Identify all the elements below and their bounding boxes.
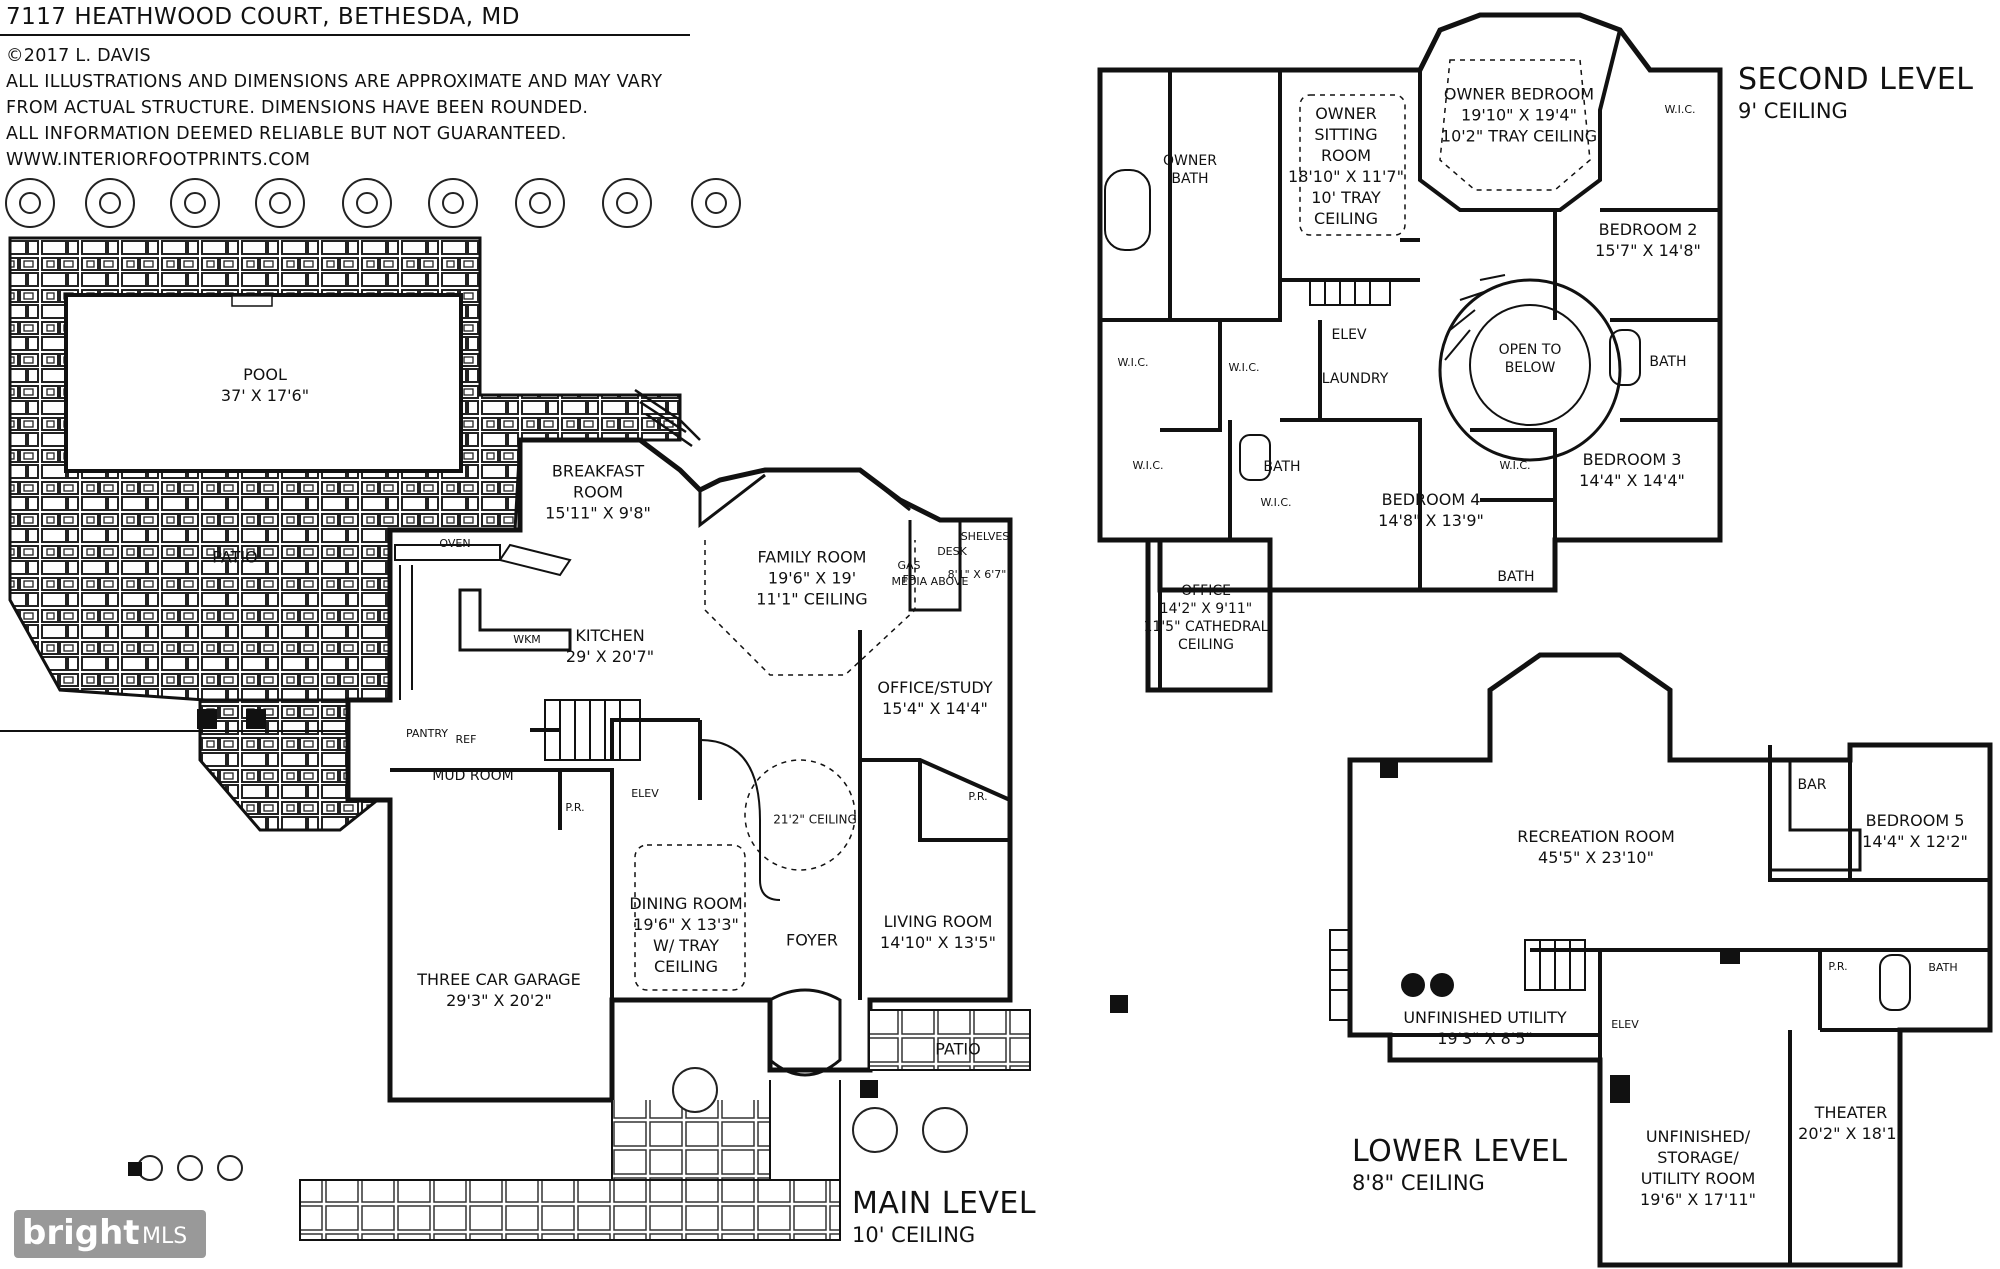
disclaimer-line-2: FROM ACTUAL STRUCTURE. DIMENSIONS HAVE B… — [6, 98, 589, 118]
label-desk: DESK — [937, 545, 967, 558]
lower-level-ceiling: 8'8" CEILING — [1352, 1171, 1485, 1195]
room-laundry: LAUNDRY — [1321, 371, 1389, 387]
main-level-ceiling: 10' CEILING — [852, 1223, 976, 1247]
room-mud: MUD ROOM — [432, 768, 514, 784]
wic-2e: W.I.C. — [1260, 496, 1292, 509]
room-powder-2: P.R. — [968, 790, 988, 803]
wic-2a: W.I.C. — [1664, 103, 1696, 116]
second-level-ceiling: 9' CEILING — [1738, 99, 1848, 123]
copyright-note: ©2017 L. DAVIS — [6, 46, 151, 66]
room-bath-2b: BATH — [1263, 459, 1301, 475]
lower-level-plan — [1329, 652, 1993, 1268]
label-bar: BAR — [1797, 777, 1827, 793]
label-nook: 8'1" X 6'7" — [947, 568, 1007, 581]
second-level-name: SECOND LEVEL — [1738, 62, 1974, 97]
watermark-brand: bright — [22, 1213, 140, 1253]
lower-level-walls — [1347, 652, 1993, 1268]
main-stairs — [544, 699, 641, 761]
room-bath-2a: BATH — [1649, 354, 1687, 370]
foyer-ceiling-height: 21'2" CEILING — [773, 812, 857, 827]
label-wkm: WKM — [513, 633, 541, 646]
room-patio-main: PATIO — [212, 547, 258, 567]
label-oven: OVEN — [439, 537, 471, 550]
room-powder-1: P.R. — [565, 801, 585, 814]
room-bath-2c: BATH — [1497, 569, 1535, 585]
room-elev-2: ELEV — [1331, 327, 1367, 343]
bright-mls-watermark: bright MLS — [14, 1210, 206, 1258]
second-level-plan — [1097, 12, 1723, 693]
wic-2b: W.I.C. — [1117, 356, 1149, 369]
website-link[interactable]: WWW.INTERIORFOOTPRINTS.COM — [6, 150, 311, 170]
room-elev-main: ELEV — [631, 787, 659, 800]
wic-2f: W.I.C. — [1499, 459, 1531, 472]
room-bath-lower: BATH — [1928, 961, 1958, 974]
room-foyer: FOYER — [786, 930, 838, 950]
main-house-walls — [345, 437, 1013, 1103]
wic-2c: W.I.C. — [1228, 361, 1260, 374]
main-level-name: MAIN LEVEL — [852, 1186, 1037, 1221]
pool-outline — [64, 293, 463, 473]
disclaimer-line-1: ALL ILLUSTRATIONS AND DIMENSIONS ARE APP… — [6, 72, 663, 92]
lower-level-title: LOWER LEVEL 8'8" CEILING — [1352, 1134, 1568, 1195]
main-level-plan — [0, 178, 1128, 1241]
disclaimer-line-3: ALL INFORMATION DEEMED RELIABLE BUT NOT … — [6, 124, 567, 144]
label-shelves-main: SHELVES — [960, 530, 1010, 543]
room-pantry: PANTRY — [405, 727, 449, 740]
property-address: 7117 HEATHWOOD COURT, BETHESDA, MD — [6, 4, 520, 30]
second-level-title: SECOND LEVEL 9' CEILING — [1738, 62, 1974, 123]
watermark-suffix: MLS — [142, 1224, 188, 1249]
main-level-title: MAIN LEVEL 10' CEILING — [852, 1186, 1036, 1247]
label-media: MEDIA ABOVE — [891, 575, 969, 588]
room-elev-lower: ELEV — [1611, 1018, 1639, 1031]
lower-level-name: LOWER LEVEL — [1352, 1134, 1568, 1169]
room-powder-lower: P.R. — [1828, 960, 1848, 973]
room-ref: REF — [455, 733, 477, 746]
wic-2d: W.I.C. — [1132, 459, 1164, 472]
tree-row — [5, 178, 741, 228]
room-patio-front: PATIO — [935, 1039, 981, 1059]
header-rule — [0, 34, 690, 36]
